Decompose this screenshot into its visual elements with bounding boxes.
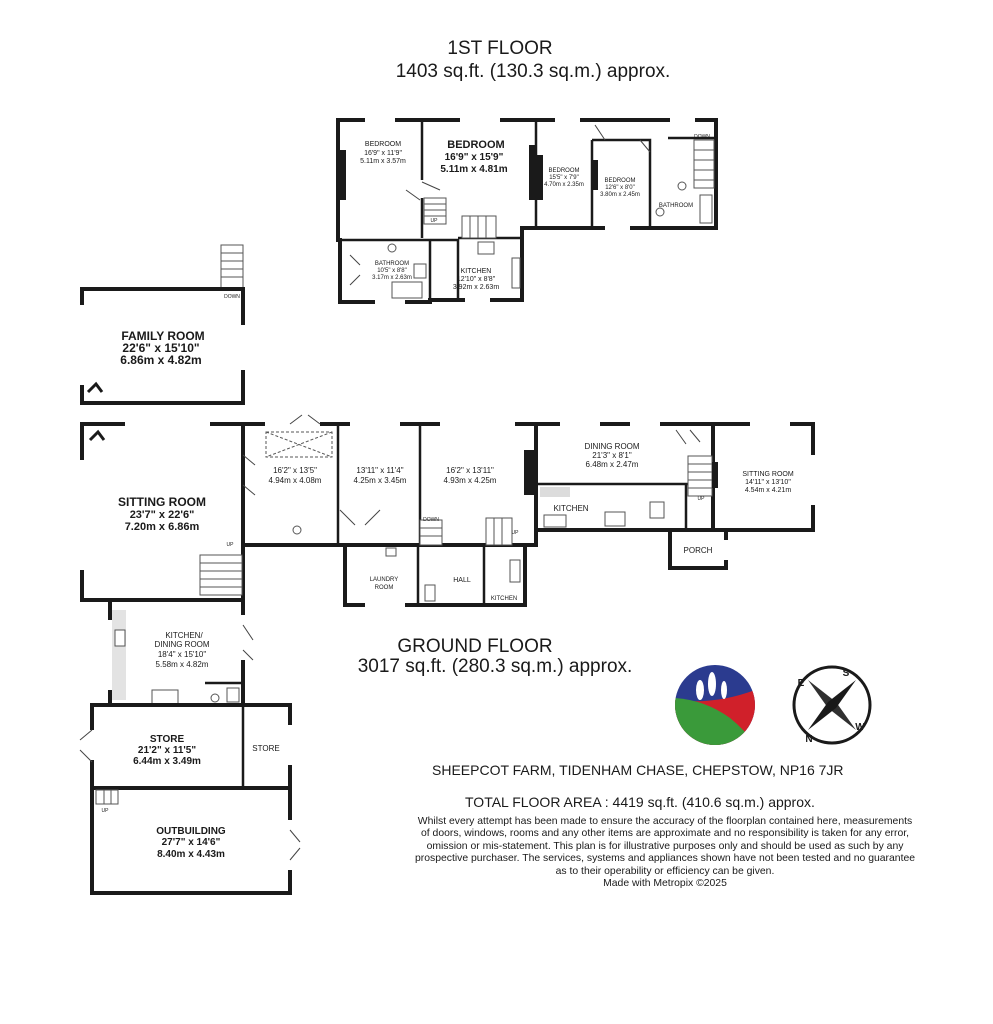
compass-rose: S E N W — [792, 665, 872, 745]
family-room-met: 6.86m x 4.82m — [120, 353, 201, 367]
gf-store1-imp: 21'2" x 11'5" — [138, 745, 196, 756]
ground-floor-area: 3017 sq.ft. (280.3 sq.m.) approx. — [357, 656, 633, 677]
agency-logo — [675, 665, 755, 745]
gf-outbuilding-name: OUTBUILDING — [156, 826, 226, 837]
first-floor-area: 1403 sq.ft. (130.3 sq.m.) approx. — [395, 61, 671, 82]
first-floor-title: 1ST FLOOR — [447, 38, 553, 59]
ff-stair-down: DOWN — [694, 134, 710, 140]
gf-hall-name: HALL — [453, 577, 471, 584]
gf-sitting2-met: 4.54m x 4.21m — [745, 487, 791, 494]
family-room-stair-label: DOWN — [224, 294, 240, 300]
gf-room-b-met: 4.25m x 3.45m — [354, 476, 407, 485]
ff-bed2-name: BEDROOM — [447, 139, 504, 151]
gf-sitting2-name: SITTING ROOM — [742, 471, 794, 478]
gf-kd-imp: 18'4" x 15'10" — [158, 650, 206, 659]
gf-room-a-met: 4.94m x 4.08m — [269, 476, 322, 485]
ff-stair-up: UP — [431, 218, 439, 224]
gf-stair-up-3: UP — [698, 496, 706, 502]
made-with-credit: Made with Metropix ©2025 — [603, 878, 727, 890]
disclaimer-line: of doors, windows, rooms and any other i… — [420, 828, 910, 840]
gf-stair-up-4: UP — [102, 808, 110, 814]
disclaimer-line: as to their operability or efficiency ca… — [555, 865, 775, 877]
ff-bath2-name: BATHROOM — [375, 261, 409, 267]
compass-letter-w: W — [855, 722, 865, 733]
gf-kd-name1: KITCHEN/ — [165, 631, 203, 640]
family-room-name: FAMILY ROOM — [121, 329, 204, 343]
gf-dining-met: 6.48m x 2.47m — [586, 460, 639, 469]
disclaimer-line: omission or mis-statement. This plan is … — [426, 840, 904, 852]
gf-room-c-imp: 16'2" x 13'11" — [446, 466, 494, 475]
ff-bed2-imp: 16'9" x 15'9" — [445, 152, 504, 163]
gf-sitting2-imp: 14'11" x 13'10" — [745, 479, 791, 486]
compass-letter-s: S — [843, 668, 850, 679]
ff-bath2-met: 3.17m x 2.63m — [372, 275, 412, 281]
family-room-imp: 22'6" x 15'10" — [122, 341, 199, 355]
gf-store2-name: STORE — [252, 744, 279, 753]
gf-stair-up-1: UP — [227, 542, 235, 548]
ff-bed2-met: 5.11m x 4.81m — [440, 164, 507, 175]
gf-room-b-imp: 13'11" x 11'4" — [356, 466, 403, 475]
gf-kitchen-s-name: KITCHEN — [491, 596, 517, 602]
gf-kitchen-e-name: KITCHEN — [553, 504, 588, 513]
gf-store1-met: 6.44m x 3.49m — [133, 756, 201, 767]
compass-letter-e: E — [798, 678, 805, 689]
gf-dining-name: DINING ROOM — [584, 442, 639, 451]
gf-sitting1-met: 7.20m x 6.86m — [125, 521, 200, 533]
gf-room-a-imp: 16'2" x 13'5" — [273, 466, 317, 475]
ff-bed4-imp: 12'6" x 8'0" — [605, 185, 635, 191]
gf-outbuilding-met: 8.40m x 4.43m — [157, 849, 225, 860]
ff-bed3-name: BEDROOM — [548, 168, 579, 174]
ground-floor-title: GROUND FLOOR — [397, 636, 553, 657]
ff-bed3-met: 4.70m x 2.35m — [544, 182, 584, 188]
ff-kitchen-imp: 12'10" x 8'8" — [457, 276, 496, 283]
gf-porch-name: PORCH — [684, 546, 713, 555]
total-floor-area: TOTAL FLOOR AREA : 4419 sq.ft. (410.6 sq… — [465, 794, 815, 810]
compass-letter-n: N — [805, 734, 812, 745]
gf-sitting1-imp: 23'7" x 22'6" — [130, 509, 195, 521]
gf-laundry-name2: ROOM — [375, 585, 394, 591]
ff-bed1-name: BEDROOM — [365, 141, 401, 148]
ff-bed1-imp: 16'9" x 11'9" — [364, 150, 402, 157]
disclaimer-line: prospective purchaser. The services, sys… — [414, 853, 916, 865]
ff-kitchen-name: KITCHEN — [461, 268, 492, 275]
ff-bath2-imp: 10'5" x 8'8" — [377, 268, 407, 274]
ff-bath1-name: BATHROOM — [659, 203, 693, 209]
gf-laundry-name1: LAUNDRY — [370, 577, 399, 583]
gf-stair-up-2: UP — [512, 530, 520, 536]
first-floor-plan — [336, 117, 718, 305]
gf-kd-name2: DINING ROOM — [154, 640, 209, 649]
gf-kd-met: 5.58m x 4.82m — [156, 660, 209, 669]
ff-bed4-met: 3.80m x 2.45m — [600, 192, 640, 198]
gf-room-c-met: 4.93m x 4.25m — [444, 476, 497, 485]
gf-stair-down-1: DOWN — [423, 517, 439, 523]
ff-bed4-name: BEDROOM — [604, 178, 635, 184]
disclaimer: Whilst every attempt has been made to en… — [360, 816, 970, 890]
gf-dining-imp: 21'3" x 8'1" — [592, 451, 632, 460]
family-room-plan — [79, 244, 246, 405]
ff-kitchen-met: 3.92m x 2.63m — [453, 284, 499, 291]
ff-bed1-met: 5.11m x 3.57m — [360, 158, 406, 165]
gf-outbuilding-imp: 27'7" x 14'6" — [162, 837, 221, 848]
ff-bed3-imp: 15'5" x 7'9" — [549, 175, 579, 181]
gf-sitting1-name: SITTING ROOM — [118, 495, 206, 509]
property-address: SHEEPCOT FARM, TIDENHAM CHASE, CHEPSTOW,… — [432, 762, 844, 778]
disclaimer-line: Whilst every attempt has been made to en… — [417, 816, 913, 827]
gf-store1-name: STORE — [150, 734, 185, 745]
ground-floor-plan — [79, 414, 816, 895]
